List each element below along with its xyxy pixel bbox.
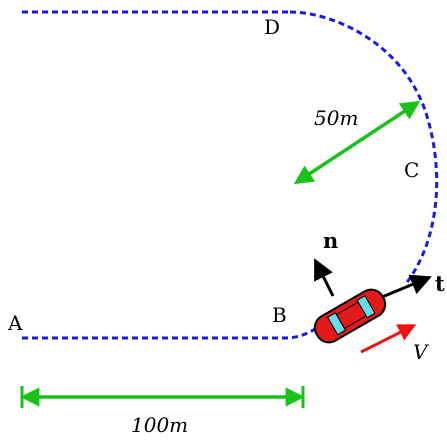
point-label-b: B [272,303,287,327]
tangent-vector-label: t [435,271,445,296]
normal-vector-arrow [314,258,335,297]
car-icon [313,288,387,344]
tangent-vector-arrow [381,274,432,299]
track-path-bottom [22,322,323,340]
point-label-c: C [404,158,419,182]
normal-vector-label: n [323,228,338,253]
radius-dimension-arrow [293,100,421,185]
track-path-curve [289,10,439,286]
radius-dimension-label: 50m [314,106,358,130]
point-label-d: D [264,15,280,39]
point-label-a: A [7,311,23,335]
velocity-vector-arrow [360,324,417,354]
velocity-vector-label: V [413,340,430,364]
straight-dimension-label: 100m [131,413,188,437]
